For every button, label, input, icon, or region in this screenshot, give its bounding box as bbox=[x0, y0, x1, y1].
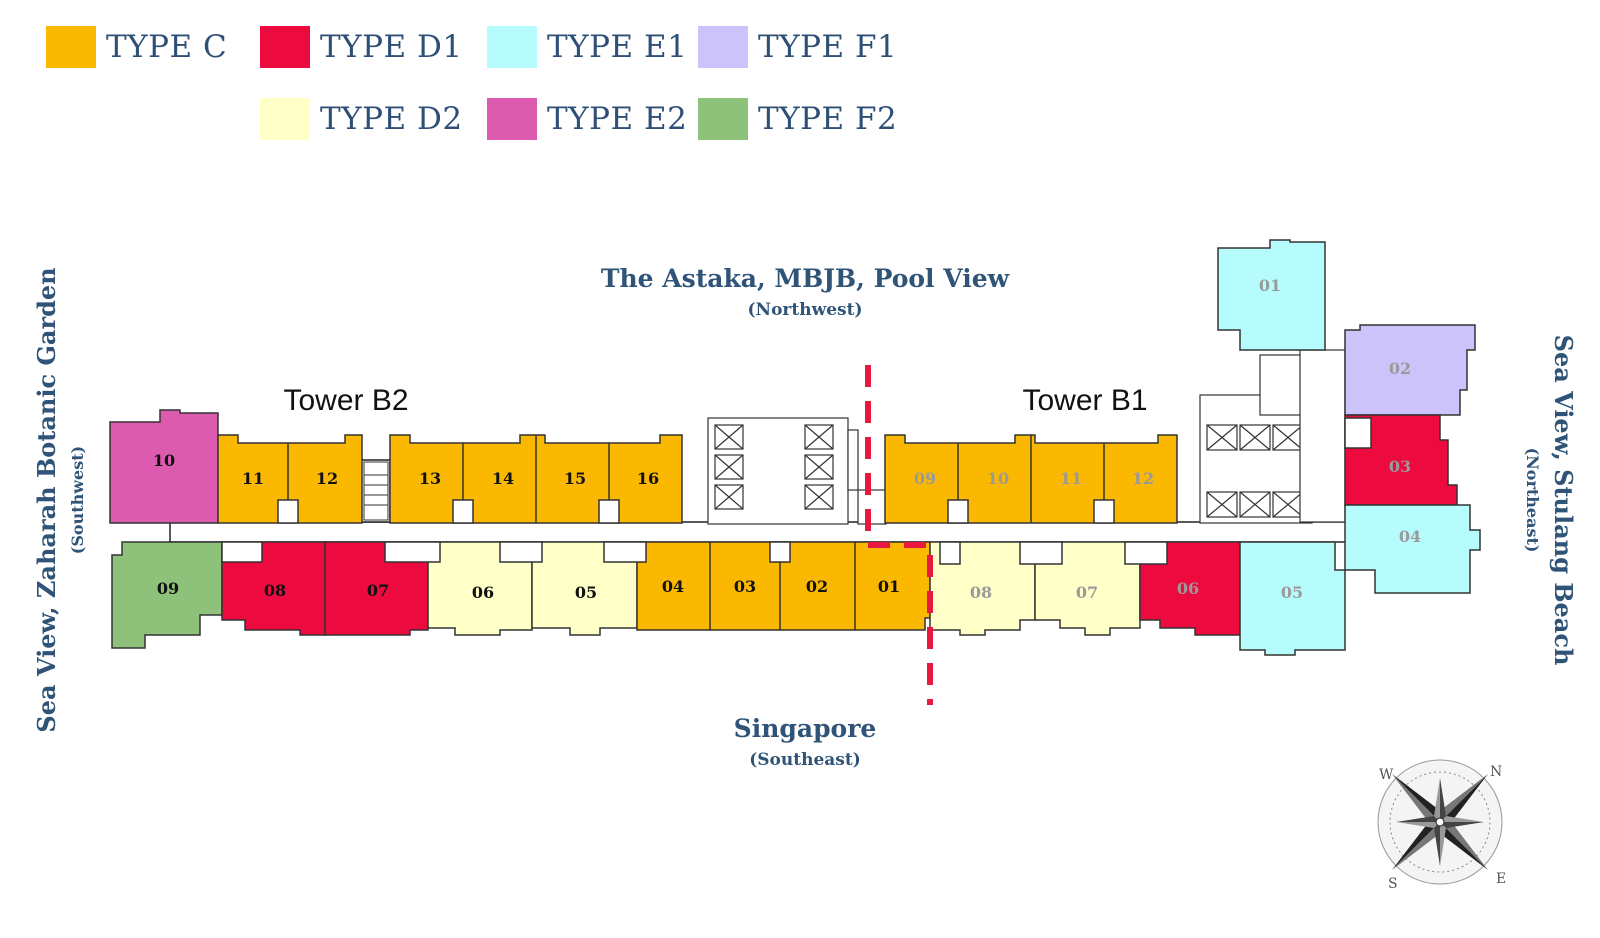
unit-label: 10 bbox=[153, 451, 175, 470]
unit-label: 13 bbox=[419, 469, 441, 488]
unit-label: 09 bbox=[914, 469, 936, 488]
legend-item-type-d1: TYPE D1 bbox=[260, 26, 463, 68]
compass-rose-icon bbox=[1377, 759, 1503, 885]
legend-swatch bbox=[260, 26, 310, 68]
b1-bottom-units bbox=[929, 541, 1346, 656]
legend-label: TYPE C bbox=[106, 29, 228, 65]
legend-item-type-e1: TYPE E1 bbox=[487, 26, 687, 68]
view-right-sub: (Northeast) bbox=[1523, 448, 1542, 553]
unit-label: 02 bbox=[1389, 359, 1411, 378]
unit-label: 04 bbox=[662, 577, 684, 596]
b2-bottom-units bbox=[111, 541, 931, 649]
tower-divider bbox=[865, 365, 933, 705]
unit-b1-04[interactable] bbox=[1344, 504, 1481, 594]
b1-right-units bbox=[1217, 239, 1481, 594]
b1-top-units bbox=[884, 434, 1178, 524]
unit-label: 07 bbox=[1076, 583, 1098, 602]
unit-b2-10[interactable] bbox=[109, 409, 219, 524]
view-bottom-sub: (Southeast) bbox=[749, 750, 861, 770]
legend-item-type-e2: TYPE E2 bbox=[487, 98, 687, 140]
legend-swatch bbox=[487, 26, 537, 68]
lift-core-b1 bbox=[1199, 349, 1346, 524]
lift-core-b2 bbox=[707, 417, 887, 525]
legend-item-type-c: TYPE C bbox=[46, 26, 227, 68]
unit-label: 12 bbox=[316, 469, 338, 488]
legend-swatch bbox=[698, 98, 748, 140]
unit-label: 08 bbox=[970, 583, 992, 602]
unit-label: 03 bbox=[1389, 457, 1411, 476]
legend-swatch bbox=[46, 26, 96, 68]
unit-label: 11 bbox=[242, 469, 264, 488]
view-bottom-title: Singapore bbox=[734, 714, 877, 743]
legend-item-type-f1: TYPE F1 bbox=[698, 26, 897, 68]
unit-label: 05 bbox=[575, 583, 597, 602]
unit-b1-01[interactable] bbox=[1217, 239, 1326, 351]
unit-label: 12 bbox=[1132, 469, 1154, 488]
unit-label: 07 bbox=[367, 581, 389, 600]
stair-b2 bbox=[363, 461, 389, 521]
unit-label: 06 bbox=[1177, 579, 1199, 598]
unit-b1-05[interactable] bbox=[1239, 541, 1346, 656]
unit-b2-11-12[interactable] bbox=[217, 434, 363, 524]
unit-label: 03 bbox=[734, 577, 756, 596]
legend-item-type-d2: TYPE D2 bbox=[260, 98, 463, 140]
legend-label: TYPE E1 bbox=[547, 29, 688, 65]
legend-label: TYPE D1 bbox=[320, 29, 463, 65]
legend-label: TYPE D2 bbox=[320, 101, 463, 137]
unit-label: 16 bbox=[637, 469, 659, 488]
view-top-title: The Astaka, MBJB, Pool View bbox=[601, 264, 1011, 293]
unit-label: 01 bbox=[878, 577, 900, 596]
view-left-title: Sea View, Zaharah Botanic Garden bbox=[32, 267, 61, 732]
tower-b1-label: Tower B1 bbox=[1022, 384, 1147, 417]
unit-label: 01 bbox=[1259, 276, 1281, 295]
unit-label: 09 bbox=[157, 579, 179, 598]
legend-swatch bbox=[260, 98, 310, 140]
tower-b2-label: Tower B2 bbox=[283, 384, 408, 417]
unit-label: 08 bbox=[264, 581, 286, 600]
unit-labels: 10 11 12 13 14 15 16 09 08 07 06 05 04 0… bbox=[153, 276, 1421, 602]
view-top-sub: (Northwest) bbox=[747, 300, 862, 320]
unit-label: 05 bbox=[1281, 583, 1303, 602]
unit-label: 02 bbox=[806, 577, 828, 596]
view-left-sub: (Southwest) bbox=[68, 446, 87, 554]
legend-swatch bbox=[698, 26, 748, 68]
compass-e: E bbox=[1496, 871, 1506, 887]
unit-label: 04 bbox=[1399, 527, 1421, 546]
legend-label: TYPE E2 bbox=[547, 101, 688, 137]
view-right-title: Sea View, Stulang Beach bbox=[1549, 335, 1578, 666]
legend-label: TYPE F2 bbox=[758, 101, 898, 137]
legend-item-type-f2: TYPE F2 bbox=[698, 98, 897, 140]
compass-s: S bbox=[1388, 876, 1398, 892]
unit-label: 06 bbox=[472, 583, 494, 602]
compass-w: W bbox=[1379, 767, 1394, 783]
unit-label: 10 bbox=[987, 469, 1009, 488]
unit-label: 14 bbox=[492, 469, 514, 488]
unit-label: 11 bbox=[1060, 469, 1082, 488]
legend-swatch bbox=[487, 98, 537, 140]
compass-n: N bbox=[1490, 764, 1502, 780]
legend-label: TYPE F1 bbox=[758, 29, 898, 65]
b2-top-units bbox=[109, 409, 683, 524]
unit-label: 15 bbox=[564, 469, 586, 488]
